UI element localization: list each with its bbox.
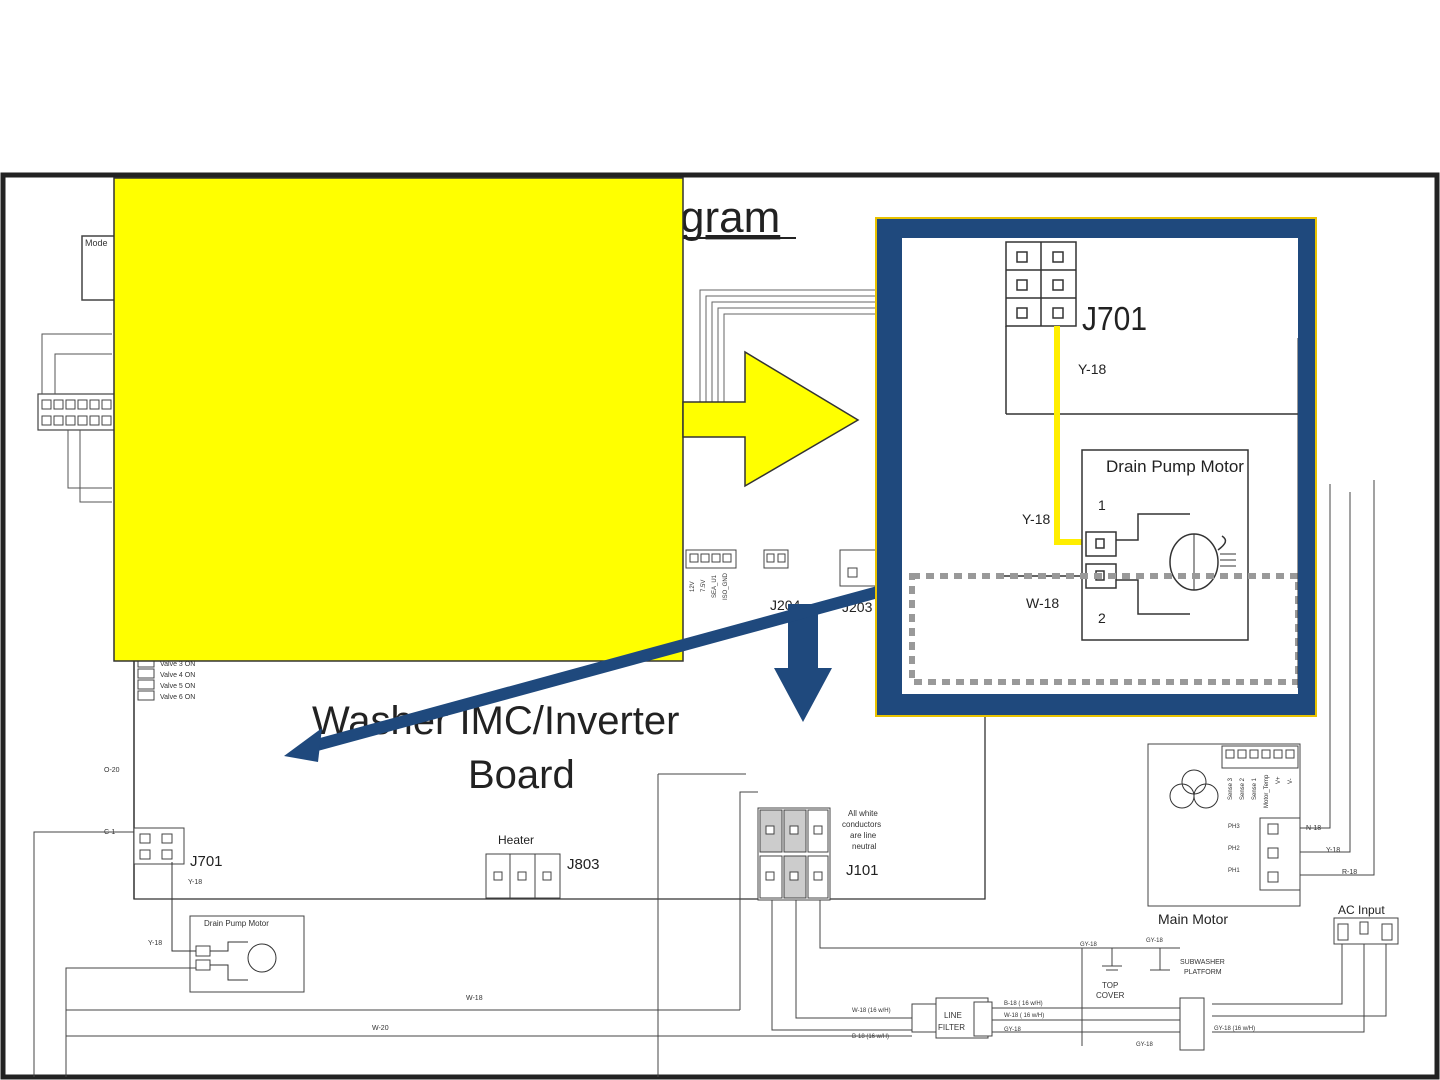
svg-text:GY-18: GY-18 bbox=[1146, 938, 1163, 944]
highlighted-yellow-wire bbox=[1054, 326, 1088, 545]
j701-small-label: J701 bbox=[190, 853, 223, 870]
callout-zoom: J701 Y-18 Drain Pump Motor 1 2 Y-18 bbox=[909, 241, 1298, 688]
j803-label: J803 bbox=[567, 856, 600, 873]
svg-text:GY-18: GY-18 bbox=[1136, 1042, 1153, 1048]
main-motor: Sense 3 Sense 2 Sense 1 Motor_Temp V+ V-… bbox=[1147, 480, 1375, 927]
svg-text:PLATFORM: PLATFORM bbox=[1184, 969, 1222, 976]
callout-drain-pump-motor: Drain Pump Motor 1 2 bbox=[1081, 449, 1249, 641]
svg-text:V+: V+ bbox=[1276, 776, 1282, 784]
svg-text:Drain Pump Motor: Drain Pump Motor bbox=[204, 919, 269, 928]
svg-text:Sense 3: Sense 3 bbox=[1228, 777, 1234, 800]
svg-text:are line: are line bbox=[850, 831, 877, 840]
svg-text:Sense 1: Sense 1 bbox=[1252, 777, 1258, 800]
navy-diagonal-arrow-shaft bbox=[304, 586, 880, 754]
heater-label: Heater bbox=[498, 833, 534, 847]
callout-j701-connector: J701 Y-18 bbox=[1005, 241, 1147, 377]
svg-text:PH3: PH3 bbox=[1228, 824, 1240, 830]
j101-connector: J101 All white conductors are line neutr… bbox=[757, 807, 881, 901]
yellow-arrow bbox=[682, 350, 860, 488]
heater-connector: Heater J803 bbox=[485, 833, 600, 899]
left-header-pins bbox=[41, 399, 112, 426]
svg-text:12V: 12V bbox=[690, 581, 696, 592]
mode-switch bbox=[81, 235, 119, 301]
svg-text:SEA_U1: SEA_U1 bbox=[712, 574, 718, 598]
svg-text:Y-18: Y-18 bbox=[148, 940, 162, 947]
svg-text:Sense 2: Sense 2 bbox=[1240, 777, 1246, 800]
svg-text:PH1: PH1 bbox=[1228, 868, 1240, 874]
callout-j701-label: J701 bbox=[1082, 300, 1147, 338]
navy-diagonal-arrow-head bbox=[284, 728, 322, 762]
svg-text:conductors: conductors bbox=[842, 820, 881, 829]
main-motor-label: Main Motor bbox=[1158, 911, 1228, 927]
callout-wire-pin2-label: W-18 bbox=[1026, 595, 1059, 611]
svg-text:W-18 (16 w/H): W-18 (16 w/H) bbox=[852, 1008, 891, 1014]
svg-text:LINE: LINE bbox=[944, 1011, 962, 1020]
svg-text:R-18: R-18 bbox=[1342, 869, 1357, 876]
ac-input-label: AC Input bbox=[1338, 903, 1385, 917]
svg-text:W-18: W-18 bbox=[466, 995, 483, 1002]
diagram-title-fragment: gram bbox=[680, 193, 780, 242]
valve-label: Valve 5 ON bbox=[160, 683, 195, 690]
svg-text:ISO_GND: ISO_GND bbox=[723, 572, 729, 600]
ac-input: AC Input bbox=[1212, 903, 1399, 1033]
svg-text:FILTER: FILTER bbox=[938, 1023, 965, 1032]
line-filter: LINE FILTER W-18 (16 w/H) B-18 (16 w/H) … bbox=[771, 900, 1255, 1051]
callout-dashed-selection bbox=[909, 573, 1298, 685]
svg-text:Y-18: Y-18 bbox=[1326, 847, 1340, 854]
svg-text:Y-18: Y-18 bbox=[188, 879, 202, 886]
svg-text:2: 2 bbox=[1098, 610, 1106, 626]
valve-label: Valve 4 ON bbox=[160, 672, 195, 679]
drain-pump-motor-small: Drain Pump Motor Y-18 bbox=[148, 862, 305, 993]
svg-text:O-20: O-20 bbox=[104, 767, 120, 774]
svg-text:SUBWASHER: SUBWASHER bbox=[1180, 959, 1225, 966]
svg-text:All white: All white bbox=[848, 809, 878, 818]
valve-label: Valve 3 ON bbox=[160, 661, 195, 668]
callout-motor-title: Drain Pump Motor bbox=[1106, 457, 1244, 476]
yellow-cover-box bbox=[113, 177, 684, 662]
svg-text:B-18 (16 w/H): B-18 (16 w/H) bbox=[852, 1034, 889, 1040]
board-title-line2: Board bbox=[468, 753, 575, 797]
svg-text:GY-18: GY-18 bbox=[1004, 1027, 1021, 1033]
bottom-wires: W-18 W-20 bbox=[33, 773, 912, 1077]
ground-symbols: TOP COVER SUBWASHER PLATFORM GY-18 GY-18… bbox=[819, 900, 1225, 1048]
navy-down-arrow bbox=[774, 604, 832, 722]
callout-wire-pin1-label: Y-18 bbox=[1022, 511, 1051, 527]
mode-label: Mode bbox=[85, 238, 108, 248]
svg-text:W-20: W-20 bbox=[372, 1025, 389, 1032]
svg-text:B-18 ( 16 w/H): B-18 ( 16 w/H) bbox=[1004, 1001, 1043, 1007]
svg-text:neutral: neutral bbox=[852, 842, 877, 851]
svg-text:GY-18: GY-18 bbox=[1080, 942, 1097, 948]
j101-label: J101 bbox=[846, 862, 879, 879]
j203-connector: J203 bbox=[839, 549, 881, 615]
svg-text:1: 1 bbox=[1098, 497, 1106, 513]
svg-text:V-: V- bbox=[1288, 778, 1294, 784]
svg-text:GY-18 (16 w/H): GY-18 (16 w/H) bbox=[1214, 1026, 1255, 1032]
valve-label: Valve 6 ON bbox=[160, 694, 195, 701]
svg-text:7.5V: 7.5V bbox=[701, 580, 707, 592]
callout-wire-top-label: Y-18 bbox=[1078, 361, 1107, 377]
svg-text:Motor_Temp: Motor_Temp bbox=[1264, 774, 1270, 808]
svg-text:W-18 ( 16 w/H): W-18 ( 16 w/H) bbox=[1004, 1013, 1044, 1019]
valves-list: Valve 3 ON Valve 4 ON Valve 5 ON Valve 6… bbox=[137, 657, 195, 701]
svg-text:TOP: TOP bbox=[1102, 981, 1118, 990]
svg-text:PH2: PH2 bbox=[1228, 846, 1240, 852]
svg-text:COVER: COVER bbox=[1096, 991, 1125, 1000]
